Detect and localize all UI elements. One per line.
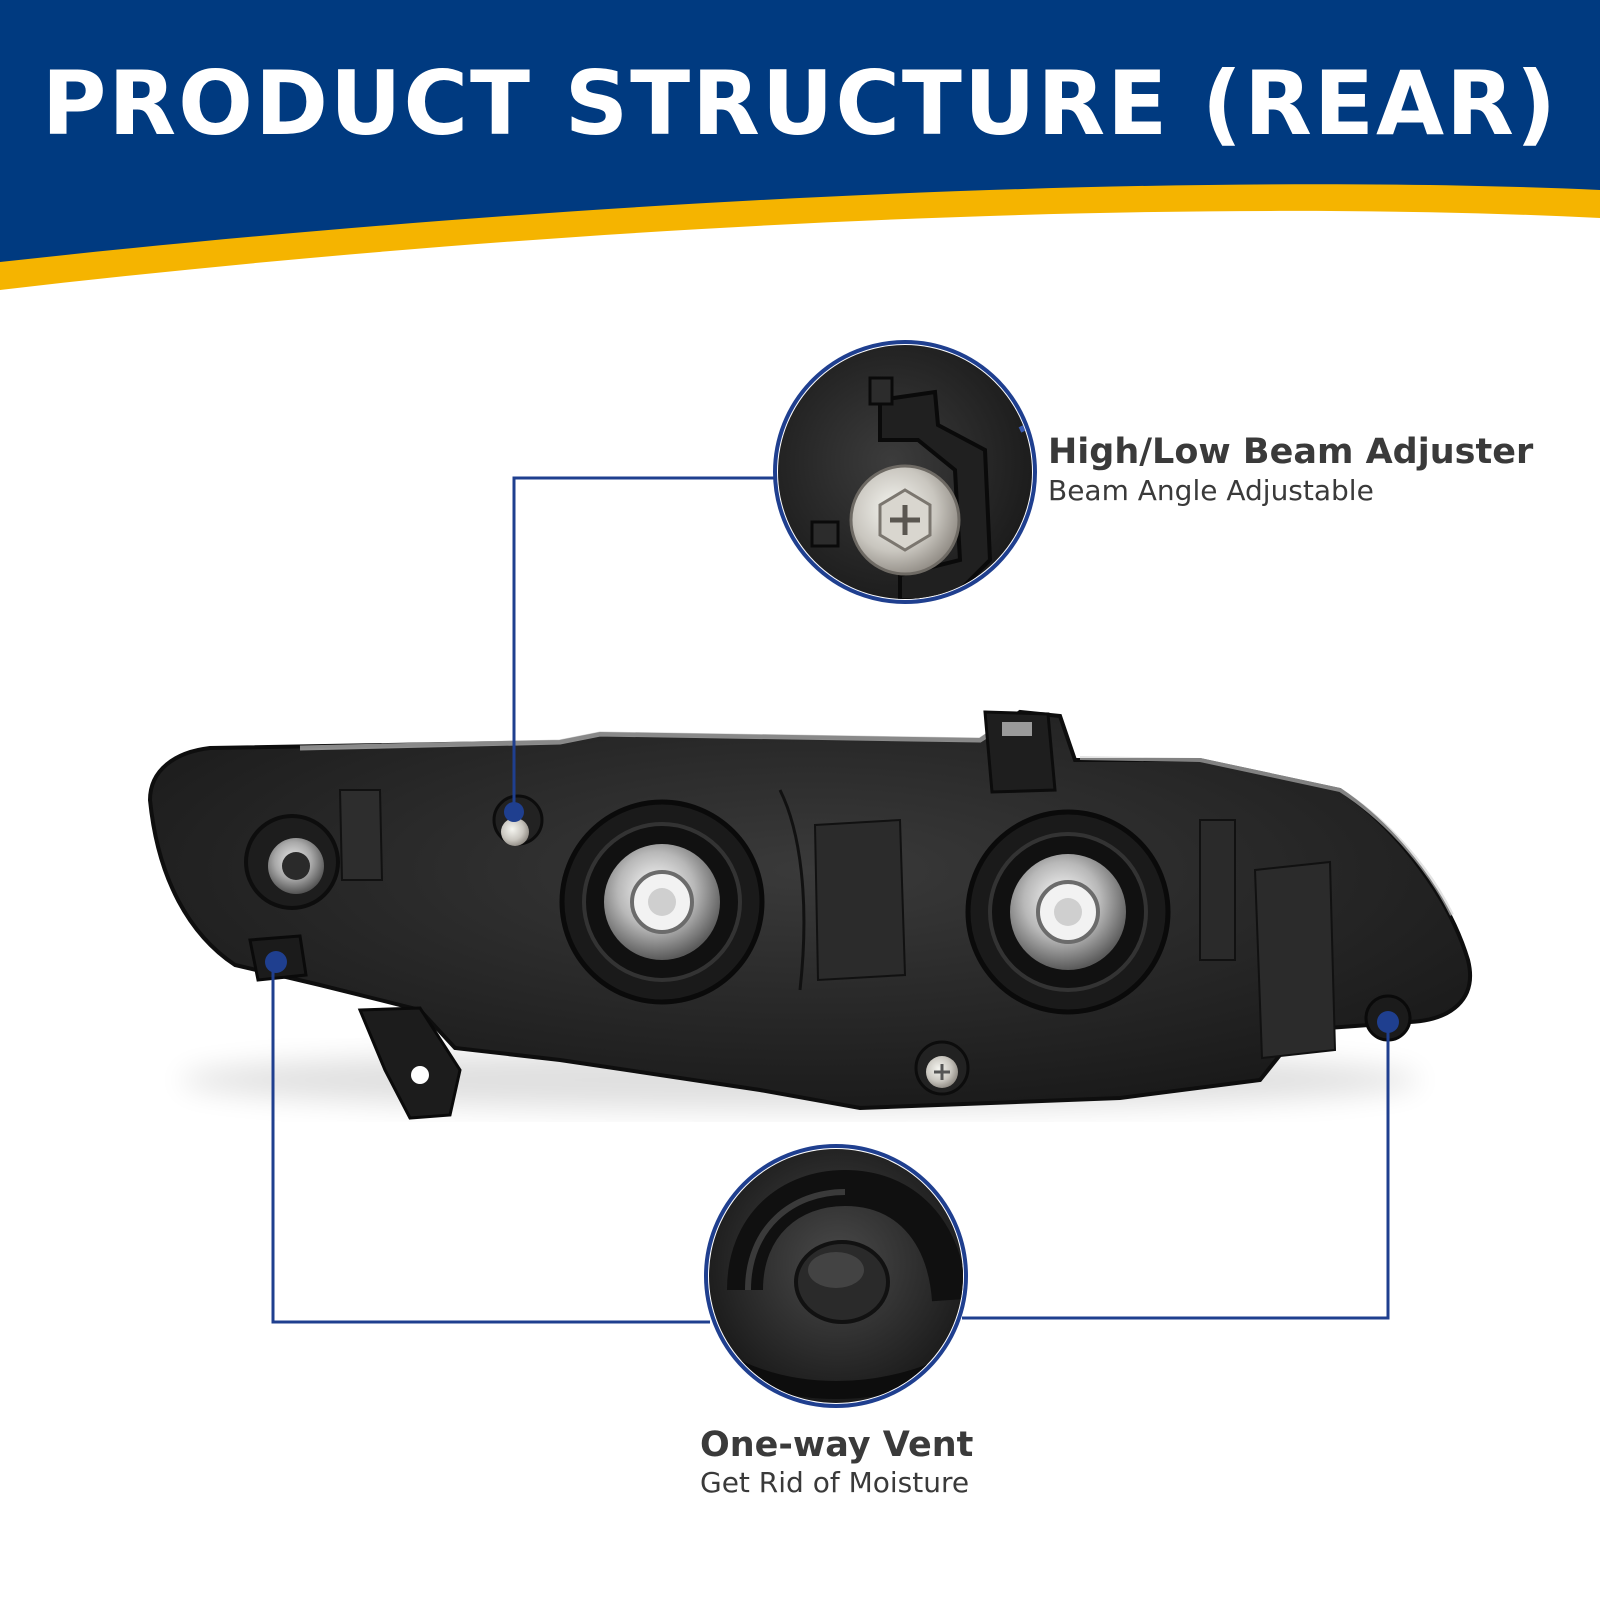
adjuster-callout-circle	[773, 340, 1037, 604]
vent-callout-circle	[704, 1144, 968, 1408]
high-beam-socket	[965, 809, 1171, 1015]
headlight-housing	[147, 709, 1472, 1120]
vent-cap-left	[248, 934, 308, 982]
vent-callout-title: One-way Vent	[700, 1425, 974, 1465]
low-beam-socket	[559, 799, 765, 1005]
adjuster-connector-line	[512, 476, 778, 810]
adjuster-dot	[504, 802, 524, 822]
adjuster-screw-bottom	[914, 1040, 970, 1096]
vent-callout-subtitle: Get Rid of Moisture	[700, 1466, 970, 1499]
header-blue-band	[0, 0, 1600, 262]
adjuster-callout-title: High/Low Beam Adjuster	[1048, 432, 1534, 472]
page-title: PRODUCT STRUCTURE (REAR)	[41, 52, 1559, 155]
adjuster-callout-subtitle: Beam Angle Adjustable	[1048, 474, 1374, 507]
connector-lines	[271, 476, 1390, 1324]
vent-connector-line-left	[271, 968, 710, 1324]
vent-cap-right	[1364, 994, 1412, 1042]
vent-connector-line-right	[962, 1028, 1390, 1320]
side-marker-socket	[244, 814, 340, 910]
header-banner	[0, 0, 1600, 290]
